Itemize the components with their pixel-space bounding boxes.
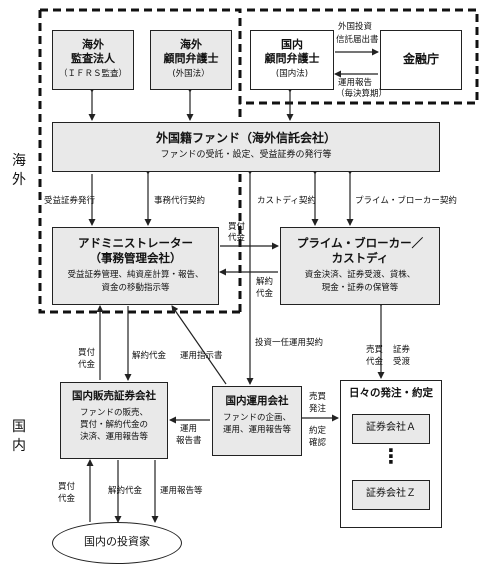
dist-sub-3: 決済、運用報告等	[79, 432, 148, 442]
label-cancel-1a: 解約	[256, 277, 274, 287]
domestic-lawyer-line2: 顧問弁護士	[264, 52, 320, 65]
label-buy-1a: 買付	[228, 222, 246, 232]
broker-a-box: 証券会社Ａ	[352, 414, 430, 444]
dist-sub-1: ファンドの販売、	[79, 408, 148, 418]
label-dist-cancel: 解約代金	[132, 351, 167, 361]
overseas-lawyer-box: 海外 顧問弁護士 (外国法）	[150, 30, 232, 90]
label-report-2: （毎決算期）	[336, 89, 388, 99]
daily-title: 日々の発注・約定	[349, 387, 433, 399]
prime-title-1: プライム・ブローカー／	[296, 236, 424, 250]
admin-title-1: アドミニストレーター	[78, 236, 193, 250]
region-overseas-label: 海外	[12, 153, 26, 188]
prime-sub-2: 現金・証券の保管等	[321, 283, 399, 293]
auditor-sub: （ＩＦＲＳ監査）	[58, 69, 127, 79]
label-settle-b: 受渡	[393, 357, 411, 367]
overseas-auditor-box: 海外 監査法人 （ＩＦＲＳ監査）	[52, 30, 134, 90]
mgr-sub-2: 運用、運用報告等	[222, 425, 291, 435]
admin-sub-1: 受益証券管理、純資産計算・報告、	[67, 270, 204, 280]
domestic-lawyer-sub: (国内法)	[275, 69, 309, 79]
label-mgr-report-b: 報告書	[176, 436, 202, 446]
label-confirm-b: 確認	[309, 438, 327, 448]
admin-sub-2: 資金の移動指示等	[101, 283, 170, 293]
domestic-distributor-box: 国内販売証券会社 ファンドの販売、 買付・解約代金の 決済、運用報告等	[60, 382, 168, 459]
domestic-investors-ellipse: 国内の投資家	[52, 522, 182, 564]
label-trust-filing-2: 信託届出書	[336, 35, 379, 45]
label-dist-buy-a: 買付	[78, 348, 96, 358]
dist-title: 国内販売証券会社	[72, 390, 156, 402]
administrator-box: アドミニストレーター （事務管理会社） 受益証券管理、純資産計算・報告、 資金の…	[52, 227, 219, 305]
mgr-title: 国内運用会社	[225, 395, 289, 407]
label-buy-1b: 代金	[228, 233, 246, 243]
prime-title-2: カストディ	[331, 251, 389, 265]
overseas-lawyer-sub: (外国法）	[172, 69, 210, 79]
broker-z-label: 証券会社Ｚ	[366, 488, 416, 499]
label-instruction: 運用指示書	[180, 351, 223, 361]
region-domestic-label: 国内	[12, 419, 26, 454]
label-trust-filing-1: 外国投資	[338, 22, 373, 32]
overseas-lawyer-line2: 顧問弁護士	[163, 52, 219, 65]
daily-ellipsis: ⋮	[381, 444, 401, 468]
broker-a-label: 証券会社Ａ	[366, 422, 416, 433]
admin-title-2: （事務管理会社）	[89, 251, 182, 265]
label-confirm-a: 約定	[309, 426, 327, 436]
fsa-title: 金融庁	[402, 52, 439, 66]
label-custody-contract: カストディ契約	[257, 196, 316, 206]
label-discretionary: 投資一任運用契約	[255, 338, 324, 348]
fund-title: 外国籍ファンド（海外信託会社）	[155, 131, 336, 145]
label-prime-contract: プライム・ブローカー契約	[355, 196, 457, 206]
fund-sub: ファンドの受託・設定、受益証券の発行等	[160, 150, 332, 160]
fsa-box: 金融庁	[380, 30, 462, 90]
domestic-lawyer-line1: 国内	[281, 38, 303, 51]
label-dist-buy-b: 代金	[78, 360, 96, 370]
label-settle-a: 証券	[393, 345, 411, 355]
overseas-lawyer-line1: 海外	[180, 38, 202, 51]
domestic-manager-box: 国内運用会社 ファンドの企画、 運用、運用報告等	[212, 386, 302, 456]
investors-title: 国内の投資家	[84, 535, 150, 548]
label-order-b: 発注	[309, 404, 327, 414]
auditor-line2: 監査法人	[71, 52, 115, 65]
foreign-fund-box: 外国籍ファンド（海外信託会社） ファンドの受託・設定、受益証券の発行等	[52, 122, 440, 172]
label-inv-cancel: 解約代金	[108, 486, 143, 496]
label-inv-buy-b: 代金	[58, 494, 76, 504]
label-inv-buy-a: 買付	[58, 482, 76, 492]
mgr-sub-1: ファンドの企画、	[222, 413, 291, 423]
prime-sub-1: 資金決済、証券受渡、貸株、	[304, 270, 416, 280]
label-order-a: 売買	[309, 392, 327, 402]
label-mgr-report-a: 運用	[180, 424, 198, 434]
label-cancel-1b: 代金	[256, 289, 274, 299]
label-sell-buy-a: 売買	[366, 345, 384, 355]
prime-broker-box: プライム・ブローカー／ カストディ 資金決済、証券受渡、貸株、 現金・証券の保管…	[280, 227, 440, 305]
broker-z-box: 証券会社Ｚ	[352, 480, 430, 510]
label-admin-agency: 事務代行契約	[154, 196, 206, 206]
label-sell-buy-b: 代金	[366, 357, 384, 367]
label-beneficiary-issue: 受益証券発行	[44, 196, 96, 206]
auditor-line1: 海外	[82, 38, 104, 51]
domestic-lawyer-box: 国内 顧問弁護士 (国内法)	[250, 30, 334, 90]
label-report-1: 運用報告	[338, 78, 373, 88]
label-inv-report: 運用報告等	[160, 486, 203, 496]
dist-sub-2: 買付・解約代金の	[79, 420, 148, 430]
